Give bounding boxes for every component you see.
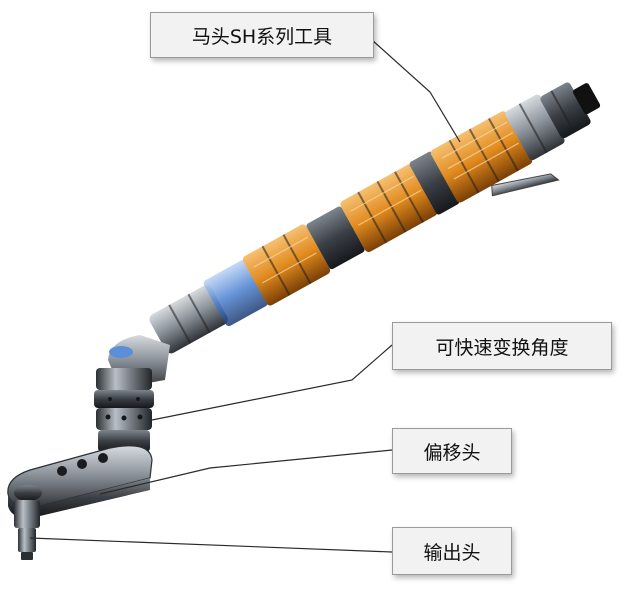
callout-tool-series-text: 马头SH系列工具 [191, 25, 333, 48]
air-inlet [572, 83, 601, 115]
output-boss [14, 485, 42, 501]
callout-offset-head: 偏移头 [392, 428, 512, 474]
output-square-drive [21, 552, 33, 560]
angle-head [94, 335, 170, 452]
output-housing [14, 500, 40, 528]
callout-quick-angle-change: 可快速变换角度 [392, 322, 612, 370]
front-steel-sleeve [149, 285, 228, 354]
callout-output-head-text: 输出头 [423, 541, 481, 564]
leader-lines [29, 39, 461, 553]
collar-mid [306, 206, 365, 270]
output-spindle [18, 528, 36, 552]
callout-offset-head-text: 偏移头 [423, 441, 481, 464]
leader-output-head [29, 537, 393, 553]
ring-bolts [105, 397, 143, 421]
tool-body [149, 82, 601, 354]
leader-offset-head [99, 449, 393, 495]
rotation-ring-mid [94, 390, 154, 408]
motor-section-rear [430, 111, 533, 203]
rear-cap [540, 82, 591, 139]
output-head [14, 500, 40, 560]
offset-holes [57, 453, 108, 476]
leader-tool-series [371, 39, 461, 143]
motor-windings [253, 121, 519, 284]
callout-tool-series: 马头SH系列工具 [150, 12, 374, 58]
rear-housing [505, 94, 565, 161]
callout-quick-angle-change-text: 可快速变换角度 [435, 336, 569, 359]
motor-section-front [242, 224, 331, 306]
blue-cap [109, 346, 133, 358]
callout-output-head: 输出头 [392, 527, 512, 575]
rotation-ring-top [96, 368, 152, 390]
trigger-lever [491, 173, 560, 197]
body-rings [168, 90, 576, 344]
collar-rear [409, 151, 460, 215]
leader-quick-angle [151, 344, 393, 421]
offset-plate-edge [8, 478, 150, 518]
